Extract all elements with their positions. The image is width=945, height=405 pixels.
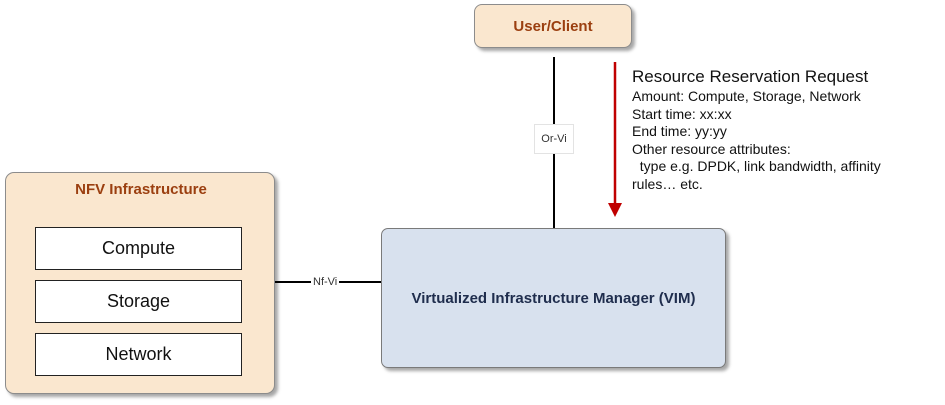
request-line: End time: yy:yy <box>632 123 727 139</box>
reservation-request-title: Resource Reservation Request <box>632 67 869 86</box>
user-client-label: User/Client <box>513 17 593 35</box>
reservation-request-text: Resource Reservation Request Amount: Com… <box>632 66 881 193</box>
compute-box: Compute <box>35 227 242 270</box>
request-line: Amount: Compute, Storage, Network <box>632 88 861 104</box>
user-client-box: User/Client <box>474 4 632 48</box>
vim-box: Virtualized Infrastructure Manager (VIM) <box>381 228 726 368</box>
request-line: type e.g. DPDK, link bandwidth, affinity <box>632 158 881 174</box>
vim-label: Virtualized Infrastructure Manager (VIM) <box>411 289 696 307</box>
nf-vi-label: Nf-Vi <box>311 275 340 289</box>
request-line: rules… etc. <box>632 175 703 192</box>
or-vi-label: Or-Vi <box>534 124 574 154</box>
request-line: Start time: xx:xx <box>632 105 732 122</box>
request-arrow <box>608 62 622 217</box>
nfv-infrastructure-title: NFV Infrastructure <box>75 181 207 198</box>
storage-box: Storage <box>35 280 242 323</box>
nfv-infrastructure-box: NFV Infrastructure Compute Storage Netwo… <box>5 172 275 394</box>
request-line: Other resource attributes: <box>632 140 791 157</box>
network-box: Network <box>35 333 242 376</box>
